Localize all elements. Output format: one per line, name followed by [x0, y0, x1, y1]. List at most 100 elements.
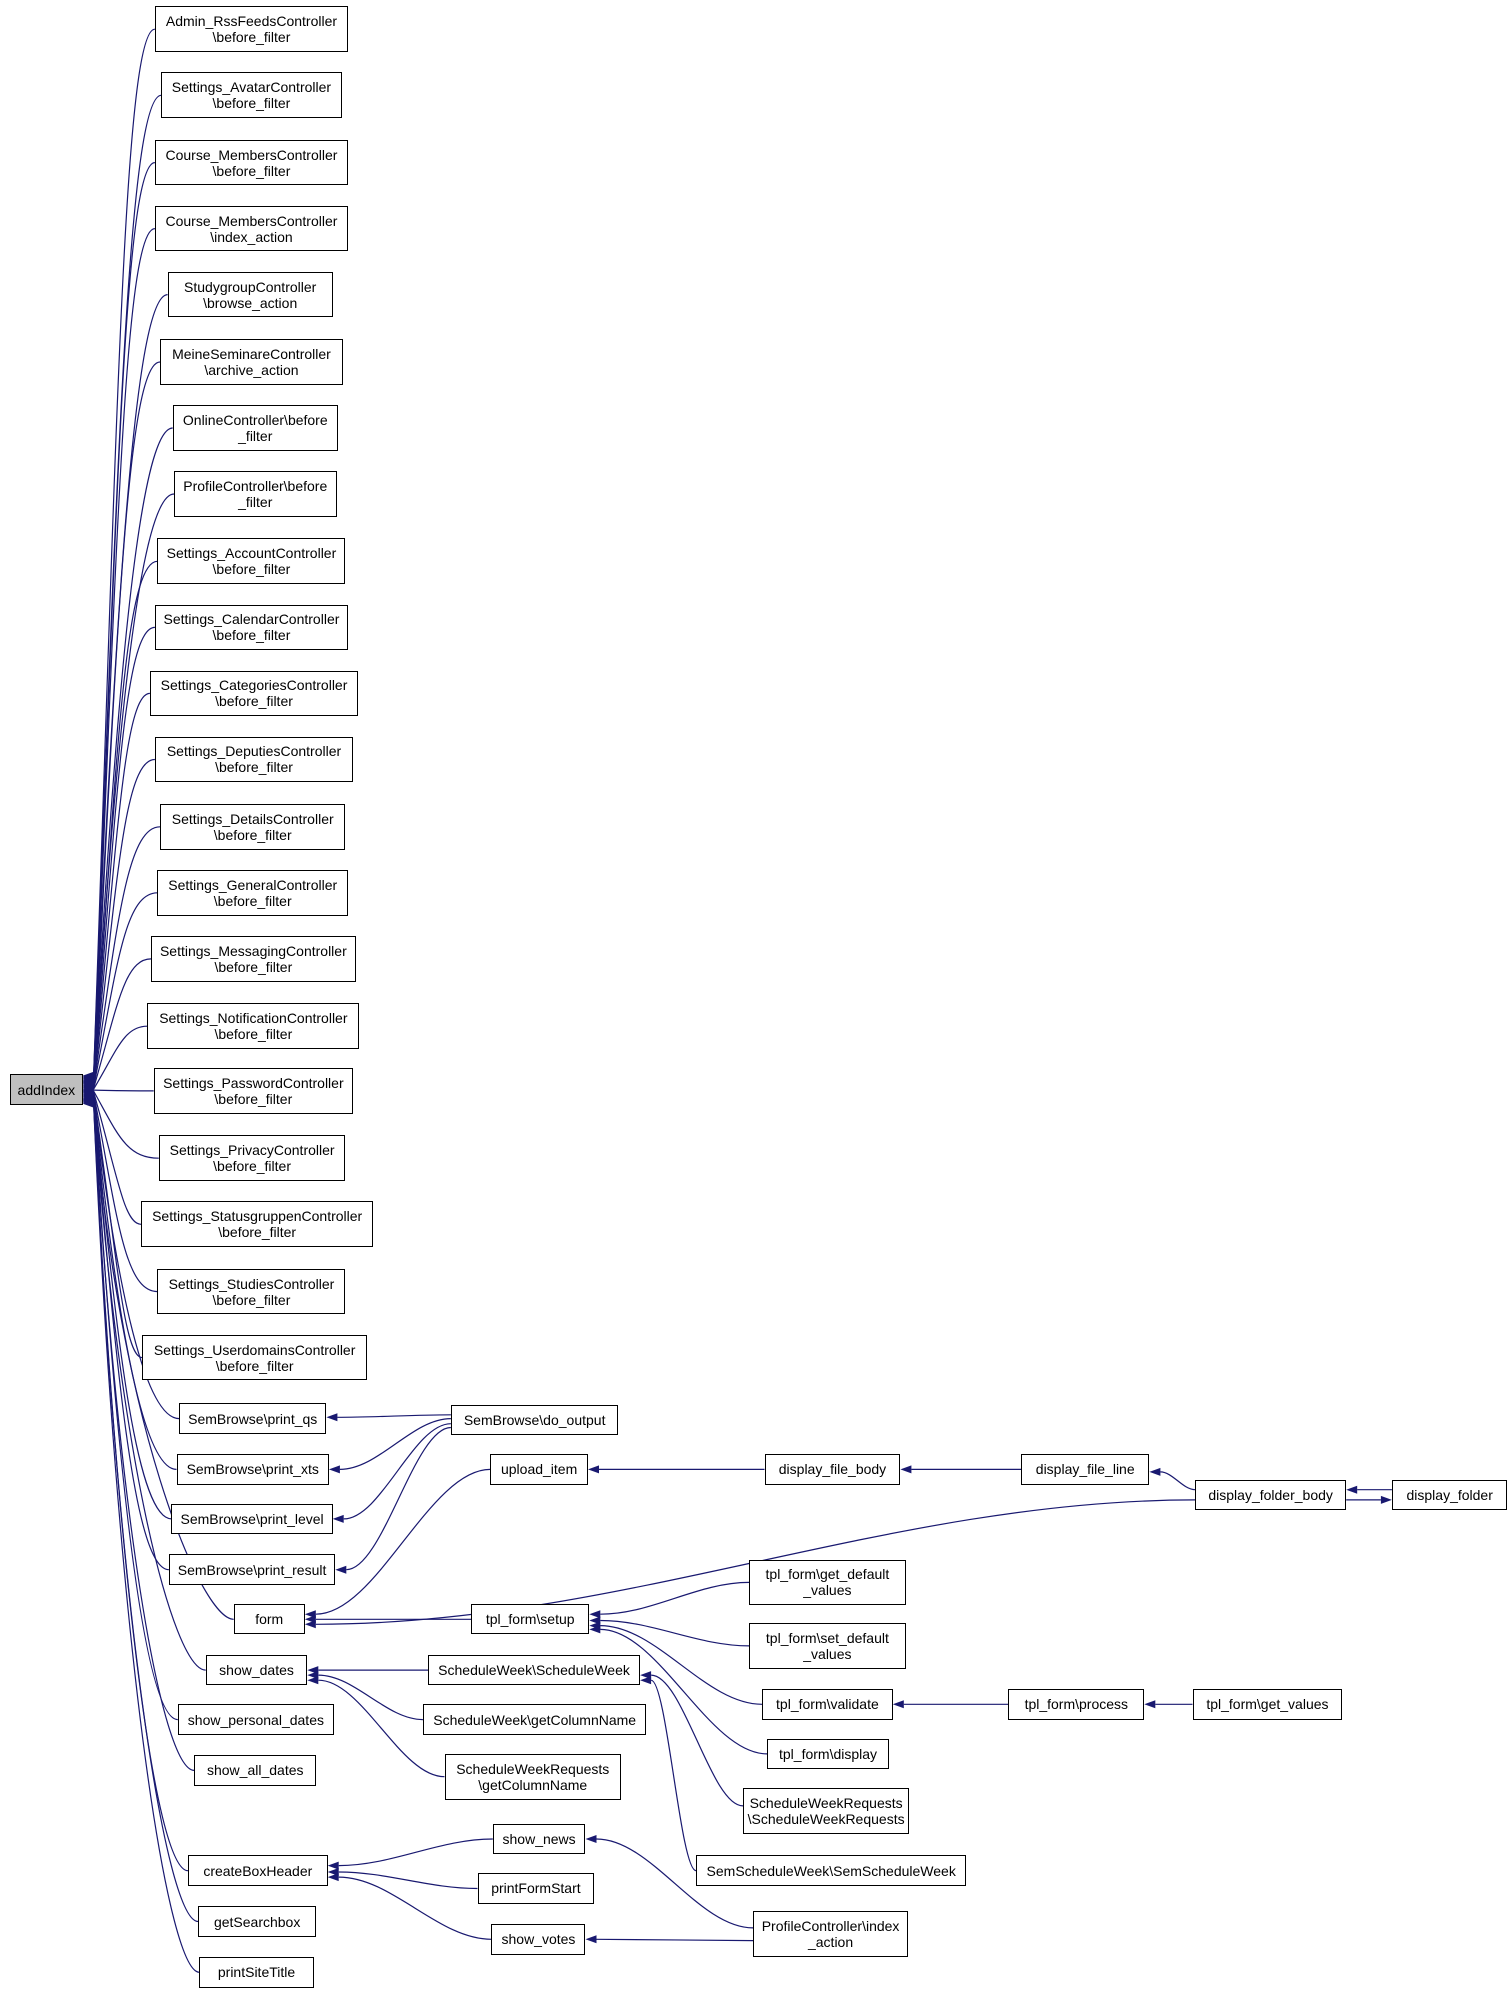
- edge-sembrowse-do-output--sembrowse-print-level: [343, 1423, 451, 1520]
- arrowhead-icon: [328, 1465, 340, 1474]
- edge-settings-studies-before-filter--addindex: [93, 1092, 158, 1293]
- edge-online-before-filter--addindex: [93, 427, 173, 1082]
- arrowhead-icon: [589, 1625, 601, 1634]
- graph-node-display-folder-body[interactable]: display_folder_body: [1195, 1479, 1347, 1511]
- edge-settings-calendar-before-filter--addindex: [93, 626, 155, 1084]
- arrowhead-icon: [900, 1465, 912, 1474]
- graph-node-settings-general-before-filter[interactable]: Settings_GeneralController \before_filte…: [157, 869, 348, 916]
- graph-node-display-file-line[interactable]: display_file_line: [1021, 1454, 1150, 1485]
- graph-node-sembrowse-print-qs[interactable]: SemBrowse\print_qs: [179, 1403, 327, 1434]
- edge-display-folder-body--display-file-line: [1160, 1471, 1196, 1491]
- edge-form--addindex: [93, 1098, 234, 1620]
- graph-node-show-dates[interactable]: show_dates: [205, 1654, 308, 1686]
- graph-node-show-news[interactable]: show_news: [492, 1823, 586, 1855]
- edge-sembrowse-do-output--sembrowse-print-xts: [339, 1418, 451, 1470]
- edge-show-all-dates--addindex: [93, 1100, 195, 1771]
- graph-node-course-members-before-filter[interactable]: Course_MembersController \before_filter: [154, 139, 348, 186]
- graph-node-settings-password-before-filter[interactable]: Settings_PasswordController \before_filt…: [153, 1068, 354, 1114]
- graph-node-tpl-form-validate[interactable]: tpl_form\validate: [762, 1689, 893, 1720]
- edge-settings-password-before-filter--addindex: [93, 1089, 154, 1092]
- arrowhead-icon: [327, 1861, 339, 1870]
- graph-node-scheduleweek-getcolumnname[interactable]: ScheduleWeek\getColumnName: [422, 1704, 647, 1735]
- edge-admin-rssfeeds-before-filter--addindex: [93, 28, 156, 1076]
- edge-printsitetitle--addindex: [93, 1103, 200, 1973]
- graph-node-scheduleweekrequests-getcolumnname[interactable]: ScheduleWeekRequests \getColumnName: [444, 1753, 622, 1800]
- graph-node-admin-rssfeeds-before-filter[interactable]: Admin_RssFeedsController \before_filter: [154, 6, 348, 53]
- arrowhead-icon: [1144, 1700, 1156, 1709]
- graph-node-studygroup-browse-action[interactable]: StudygroupController \browse_action: [167, 271, 333, 318]
- graph-node-addindex: addIndex: [10, 1074, 83, 1105]
- edge-show-news--createboxheader: [338, 1838, 493, 1867]
- graph-node-getsearchbox[interactable]: getSearchbox: [198, 1906, 317, 1937]
- edge-settings-deputies-before-filter--addindex: [93, 758, 155, 1086]
- edge-upload-item--form: [315, 1468, 491, 1615]
- graph-node-show-all-dates[interactable]: show_all_dates: [194, 1755, 317, 1786]
- graph-node-settings-messaging-before-filter[interactable]: Settings_MessagingController \before_fil…: [151, 935, 356, 982]
- edge-settings-categories-before-filter--addindex: [93, 692, 150, 1085]
- graph-node-meineseminare-archive-action[interactable]: MeineSeminareController \archive_action: [160, 339, 343, 385]
- edge-profilecontroller-index-action--show-votes: [596, 1938, 754, 1942]
- graph-node-printformstart[interactable]: printFormStart: [477, 1873, 595, 1904]
- graph-node-scheduleweekrequests-scheduleweekrequests[interactable]: ScheduleWeekRequests \ScheduleWeekReques…: [742, 1788, 910, 1834]
- graph-node-sembrowse-print-result[interactable]: SemBrowse\print_result: [168, 1554, 336, 1585]
- edge-tpl-form-get-default-values--tpl-form-setup: [600, 1581, 750, 1615]
- graph-node-sembrowse-do-output[interactable]: SemBrowse\do_output: [450, 1404, 619, 1436]
- graph-node-settings-details-before-filter[interactable]: Settings_DetailsController \before_filte…: [160, 803, 346, 850]
- edge-settings-userdomains-before-filter--addindex: [93, 1093, 143, 1359]
- edge-profilecontroller-index-action--show-news: [596, 1838, 754, 1929]
- edge-getsearchbox--addindex: [93, 1102, 199, 1923]
- arrowhead-icon: [1380, 1495, 1392, 1504]
- edge-scheduleweek-getcolumnname--show-dates: [318, 1674, 423, 1721]
- graph-node-settings-account-before-filter[interactable]: Settings_AccountController \before_filte…: [157, 538, 346, 585]
- graph-node-settings-statusgruppen-before-filter[interactable]: Settings_StatusgruppenController \before…: [140, 1201, 374, 1248]
- edge-settings-messaging-before-filter--addindex: [93, 958, 152, 1089]
- edge-show-dates--addindex: [93, 1099, 206, 1671]
- graph-node-settings-privacy-before-filter[interactable]: Settings_PrivacyController \before_filte…: [158, 1135, 346, 1182]
- edge-settings-notification-before-filter--addindex: [93, 1025, 148, 1090]
- graph-node-tpl-form-get-values[interactable]: tpl_form\get_values: [1192, 1689, 1343, 1720]
- graph-node-createboxheader[interactable]: createBoxHeader: [187, 1855, 328, 1886]
- edge-sembrowse-print-result--addindex: [93, 1097, 169, 1571]
- arrowhead-icon: [304, 1615, 316, 1624]
- arrowhead-icon: [82, 1099, 94, 1108]
- graph-node-show-personal-dates[interactable]: show_personal_dates: [177, 1704, 334, 1735]
- edge-scheduleweekrequests-scheduleweekrequests--scheduleweek-scheduleweek: [651, 1674, 744, 1807]
- graph-node-semscheduleweek-semscheduleweek[interactable]: SemScheduleWeek\SemScheduleWeek: [695, 1855, 967, 1886]
- graph-node-sembrowse-print-xts[interactable]: SemBrowse\print_xts: [176, 1454, 329, 1485]
- graph-node-printsitetitle[interactable]: printSiteTitle: [199, 1957, 314, 1988]
- edge-settings-account-before-filter--addindex: [93, 560, 158, 1083]
- graph-node-upload-item[interactable]: upload_item: [490, 1454, 588, 1485]
- graph-node-settings-categories-before-filter[interactable]: Settings_CategoriesController \before_fi…: [149, 670, 359, 717]
- graph-node-settings-notification-before-filter[interactable]: Settings_NotificationController \before_…: [147, 1003, 360, 1050]
- graph-node-settings-deputies-before-filter[interactable]: Settings_DeputiesController \before_filt…: [154, 736, 354, 783]
- edge-sembrowse-do-output--sembrowse-print-qs: [337, 1414, 451, 1418]
- graph-node-scheduleweek-scheduleweek[interactable]: ScheduleWeek\ScheduleWeek: [427, 1654, 641, 1686]
- graph-node-profile-before-filter[interactable]: ProfileController\before _filter: [173, 471, 337, 517]
- graph-node-settings-userdomains-before-filter[interactable]: Settings_UserdomainsController \before_f…: [142, 1334, 368, 1381]
- graph-node-show-votes[interactable]: show_votes: [491, 1924, 586, 1955]
- edge-printformstart--createboxheader: [338, 1871, 478, 1890]
- edge-settings-details-before-filter--addindex: [93, 826, 161, 1087]
- graph-node-profilecontroller-index-action[interactable]: ProfileController\index _action: [753, 1911, 909, 1958]
- graph-node-form[interactable]: form: [233, 1604, 305, 1635]
- graph-node-tpl-form-display[interactable]: tpl_form\display: [767, 1738, 889, 1770]
- graph-node-sembrowse-print-level[interactable]: SemBrowse\print_level: [171, 1503, 333, 1535]
- graph-node-tpl-form-setup[interactable]: tpl_form\setup: [471, 1604, 590, 1635]
- arrowhead-icon: [307, 1671, 319, 1680]
- edge-tpl-form-display--tpl-form-setup: [600, 1628, 768, 1755]
- graph-node-settings-calendar-before-filter[interactable]: Settings_CalendarController \before_filt…: [154, 604, 348, 651]
- graph-node-tpl-form-set-default-values[interactable]: tpl_form\set_default _values: [749, 1623, 906, 1669]
- arrowhead-icon: [335, 1565, 347, 1574]
- graph-node-display-file-body[interactable]: display_file_body: [764, 1454, 901, 1485]
- graph-node-course-members-index-action[interactable]: Course_MembersController \index_action: [154, 205, 348, 252]
- graph-node-settings-avatar-before-filter[interactable]: Settings_AvatarController \before_filter: [161, 72, 342, 119]
- arrowhead-icon: [1149, 1467, 1161, 1476]
- graph-node-tpl-form-get-default-values[interactable]: tpl_form\get_default _values: [749, 1559, 906, 1606]
- edge-course-members-before-filter--addindex: [93, 162, 156, 1078]
- graph-node-settings-studies-before-filter[interactable]: Settings_StudiesController \before_filte…: [157, 1268, 346, 1315]
- graph-node-tpl-form-process[interactable]: tpl_form\process: [1008, 1689, 1145, 1720]
- graph-node-online-before-filter[interactable]: OnlineController\before _filter: [172, 405, 338, 451]
- graph-node-display-folder[interactable]: display_folder: [1391, 1479, 1507, 1511]
